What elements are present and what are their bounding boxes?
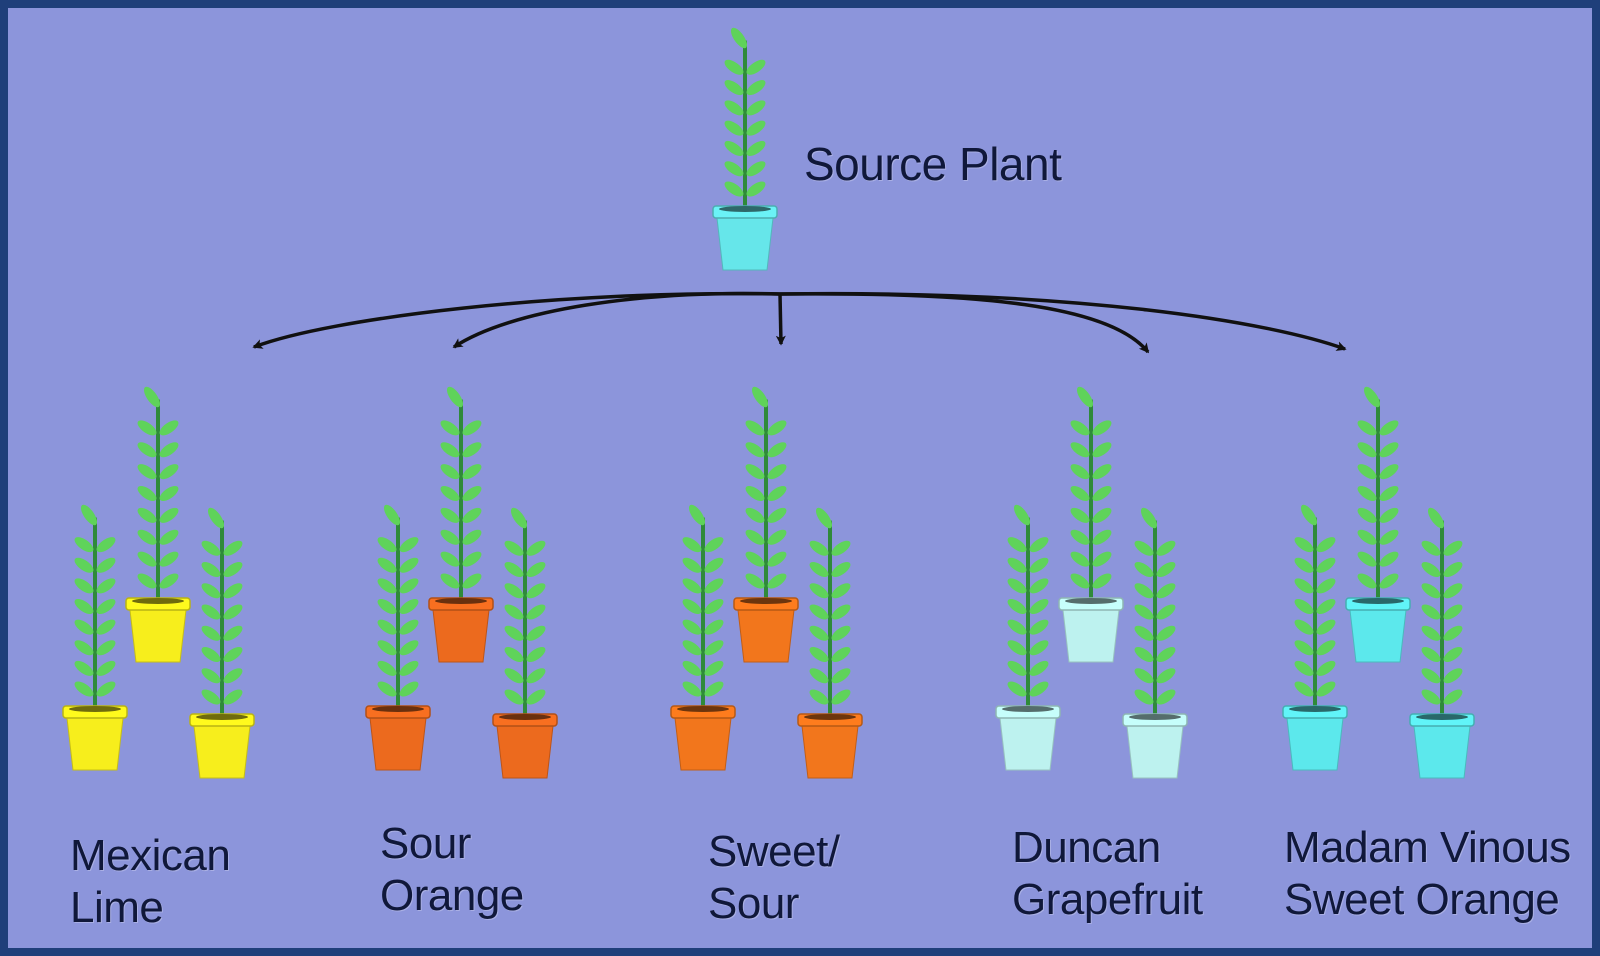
pot-soil (499, 714, 551, 720)
group-label-sour-orange: Sour Orange (380, 818, 524, 922)
pot-body (433, 610, 489, 662)
pot-body (130, 610, 186, 662)
pot-soil (1129, 714, 1181, 720)
group-label-line1: Madam Vinous (1284, 822, 1571, 874)
pot-soil (804, 714, 856, 720)
group-label-line1: Sour (380, 818, 524, 870)
group-label-sweet-sour: Sweet/ Sour (708, 826, 840, 930)
pot-soil (719, 206, 771, 212)
pot-body (194, 726, 250, 778)
pot-body (1063, 610, 1119, 662)
pot-body (67, 718, 123, 770)
pot-body (497, 726, 553, 778)
group-label-line2: Sour (708, 878, 840, 930)
pot-body (370, 718, 426, 770)
pot-soil (435, 598, 487, 604)
pot-body (1414, 726, 1470, 778)
group-label-madam-vinous-sweet-orange: Madam Vinous Sweet Orange (1284, 822, 1571, 926)
group-label-mexican-lime: Mexican Lime (70, 830, 230, 934)
pot-soil (372, 706, 424, 712)
pot-soil (196, 714, 248, 720)
pot-body (738, 610, 794, 662)
source-plant-label-text: Source Plant (804, 138, 1061, 190)
pot-soil (1002, 706, 1054, 712)
group-label-line2: Lime (70, 882, 230, 934)
pot-soil (69, 706, 121, 712)
pot-soil (740, 598, 792, 604)
group-label-line2: Orange (380, 870, 524, 922)
pot-soil (1352, 598, 1404, 604)
pot-soil (677, 706, 729, 712)
pot-body (675, 718, 731, 770)
source-plant-label: Source Plant (804, 138, 1061, 190)
diagram-background (8, 8, 1592, 948)
pot-soil (1065, 598, 1117, 604)
group-label-line1: Mexican (70, 830, 230, 882)
pot-body (1127, 726, 1183, 778)
pot-body (1350, 610, 1406, 662)
group-label-line2: Sweet Orange (1284, 874, 1571, 926)
pot-body (1287, 718, 1343, 770)
pot-soil (1289, 706, 1341, 712)
group-label-duncan-grapefruit: Duncan Grapefruit (1012, 822, 1203, 926)
group-label-line1: Sweet/ (708, 826, 840, 878)
pot-soil (132, 598, 184, 604)
arrow (780, 294, 781, 344)
pot-body (1000, 718, 1056, 770)
group-label-line2: Grapefruit (1012, 874, 1203, 926)
pot-body (802, 726, 858, 778)
pot-body (717, 218, 773, 270)
group-label-line1: Duncan (1012, 822, 1203, 874)
pot-soil (1416, 714, 1468, 720)
